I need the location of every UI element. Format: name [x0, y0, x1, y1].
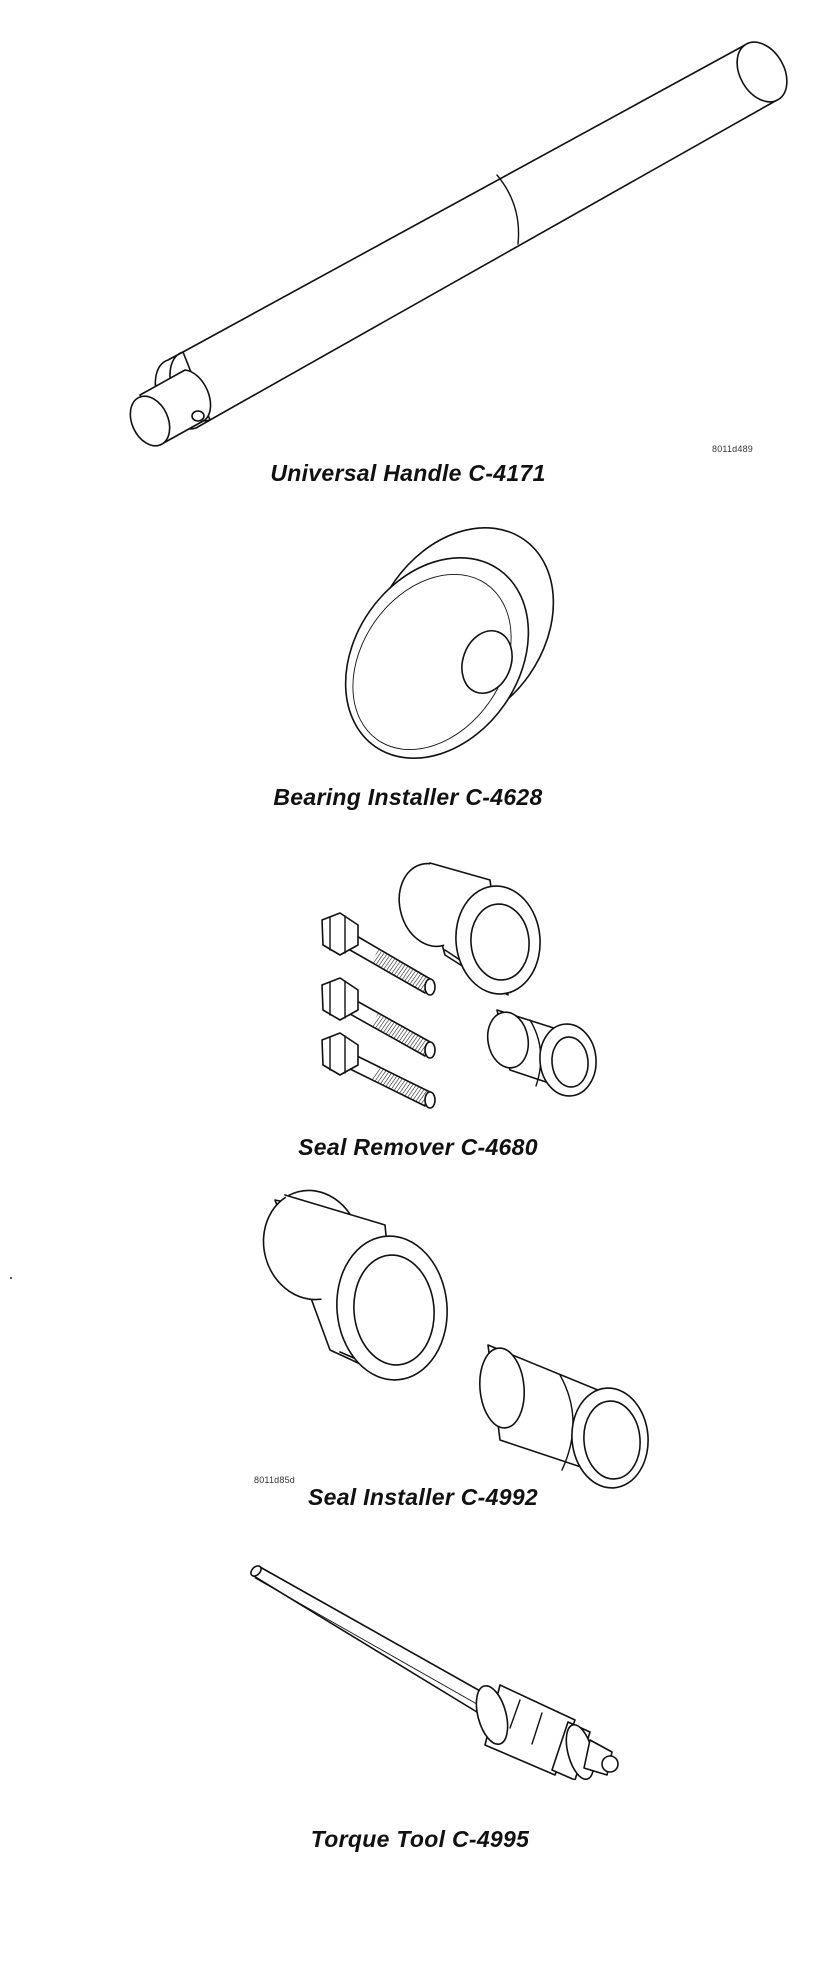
caption-seal-installer: Seal Installer C-4992: [307, 1484, 539, 1510]
bearing-installer-illustration: [0, 0, 816, 810]
universal-handle-illustration: [0, 0, 816, 470]
figure-reference-top: 8011d489: [712, 444, 753, 454]
torque-tool-illustration: [0, 0, 816, 1780]
bolt-2: [322, 978, 435, 1058]
caption-universal-handle: Universal Handle C-4171: [270, 460, 546, 486]
figure-reference-bottom: 8011d85d: [254, 1475, 295, 1485]
caption-torque-tool: Torque Tool C-4995: [310, 1826, 530, 1852]
stray-dot: [10, 1277, 12, 1279]
bolt-1: [322, 913, 435, 995]
seal-installer-illustration: [0, 0, 816, 1500]
caption-bearing-installer: Bearing Installer C-4628: [273, 784, 543, 810]
bolt-3: [322, 1033, 435, 1108]
seal-remover-illustration: [0, 0, 816, 1120]
caption-seal-remover: Seal Remover C-4680: [298, 1134, 538, 1160]
